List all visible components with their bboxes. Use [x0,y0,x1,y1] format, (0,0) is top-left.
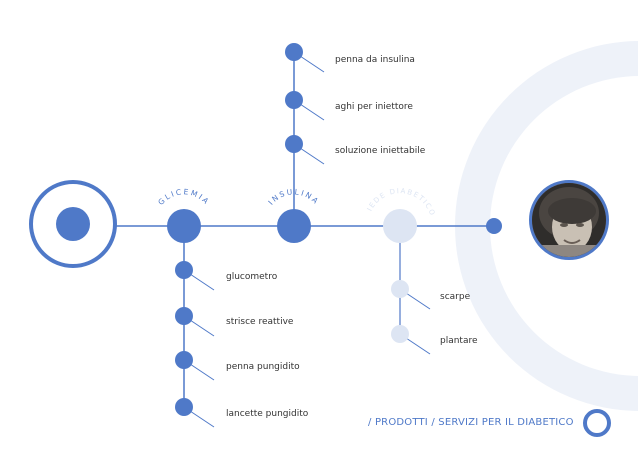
piede-item-dot [391,325,409,343]
portrait-photo [529,180,609,260]
glicemia-item-label: lancette pungidito [226,409,309,419]
insulina-item-label: aghi per iniettore [335,102,413,112]
start-node [56,207,90,241]
glicemia-item-dot [175,398,193,416]
glicemia-item-label: penna pungidito [226,362,300,372]
piede-item-label: scarpe [440,292,471,302]
glicemia-item-dot [175,261,193,279]
insulina-item-dot [285,43,303,61]
glicemia-item-dot [175,307,193,325]
glicemia-item-label: strisce reattive [226,317,294,327]
glicemia-hub-label: GLICEMIA [156,187,211,207]
insulina-node [277,209,311,243]
insulina-item-dot [285,91,303,109]
piede-node [383,209,417,243]
footer-ring-icon [583,409,611,437]
footer-caption: / PRODOTTI / SERVIZI PER IL DIABETICO [368,417,574,428]
insulina-item-dot [285,135,303,153]
glicemia-item-dot [175,351,193,369]
portrait-illustration [532,183,606,257]
glicemia-node [167,209,201,243]
glicemia-item-label: glucometro [226,272,278,282]
end-node [486,218,502,234]
piede-item-dot [391,280,409,298]
piede-item-label: plantare [440,336,478,346]
insulina-item-label: soluzione iniettabile [335,146,426,156]
insulina-item-label: penna da insulina [335,55,415,65]
